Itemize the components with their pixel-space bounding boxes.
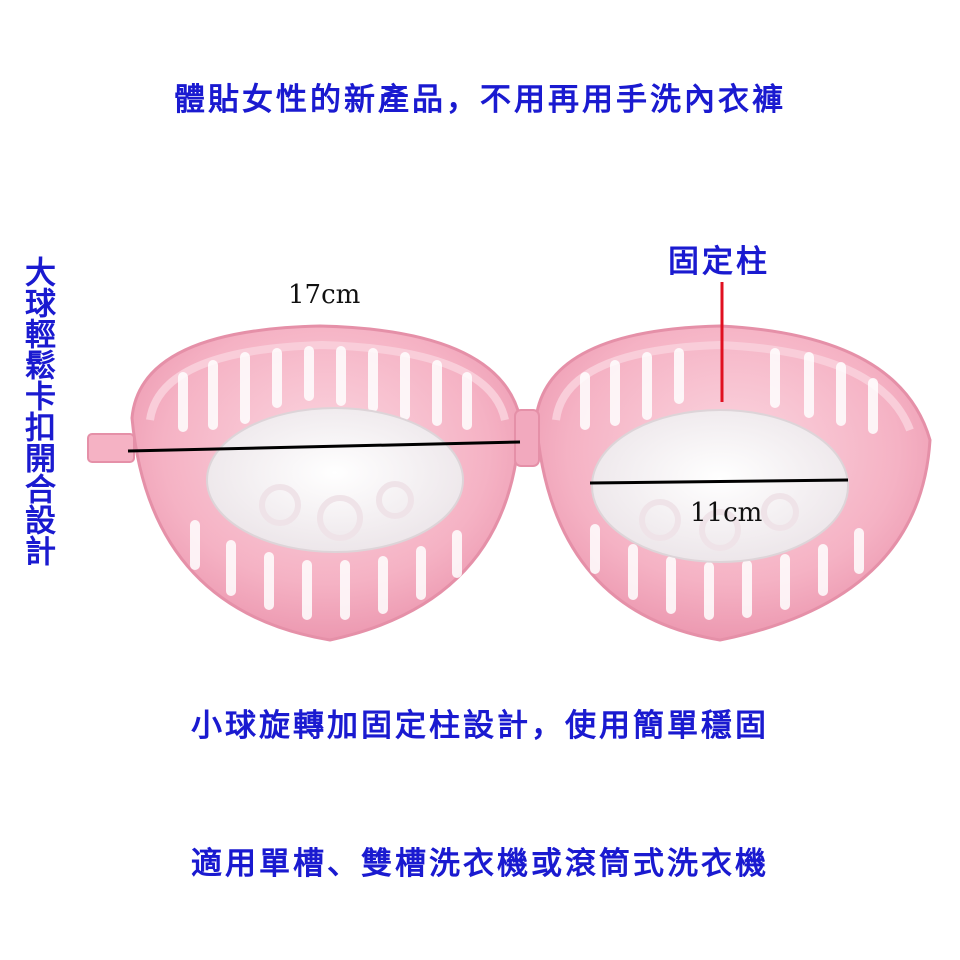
small-diameter-label: 11cm: [690, 498, 763, 528]
headline-caption: 體貼女性的新產品，不用再用手洗內衣褲: [174, 82, 786, 118]
bottom-caption: 適用單槽、雙槽洗衣機或滾筒式洗衣機: [191, 846, 769, 882]
inner-white-ball-right: [591, 409, 849, 563]
small-diameter-line: [589, 478, 849, 485]
middle-caption: 小球旋轉加固定柱設計，使用簡單穩固: [191, 708, 769, 744]
inner-white-ball-left: [206, 407, 464, 553]
large-diameter-label: 17cm: [288, 280, 361, 310]
side-feature-text: 大球輕鬆卡扣開合設計: [19, 256, 55, 566]
hinge: [514, 409, 540, 467]
fixed-post-label: 固定柱: [668, 244, 770, 280]
large-diameter-line: [127, 440, 521, 453]
